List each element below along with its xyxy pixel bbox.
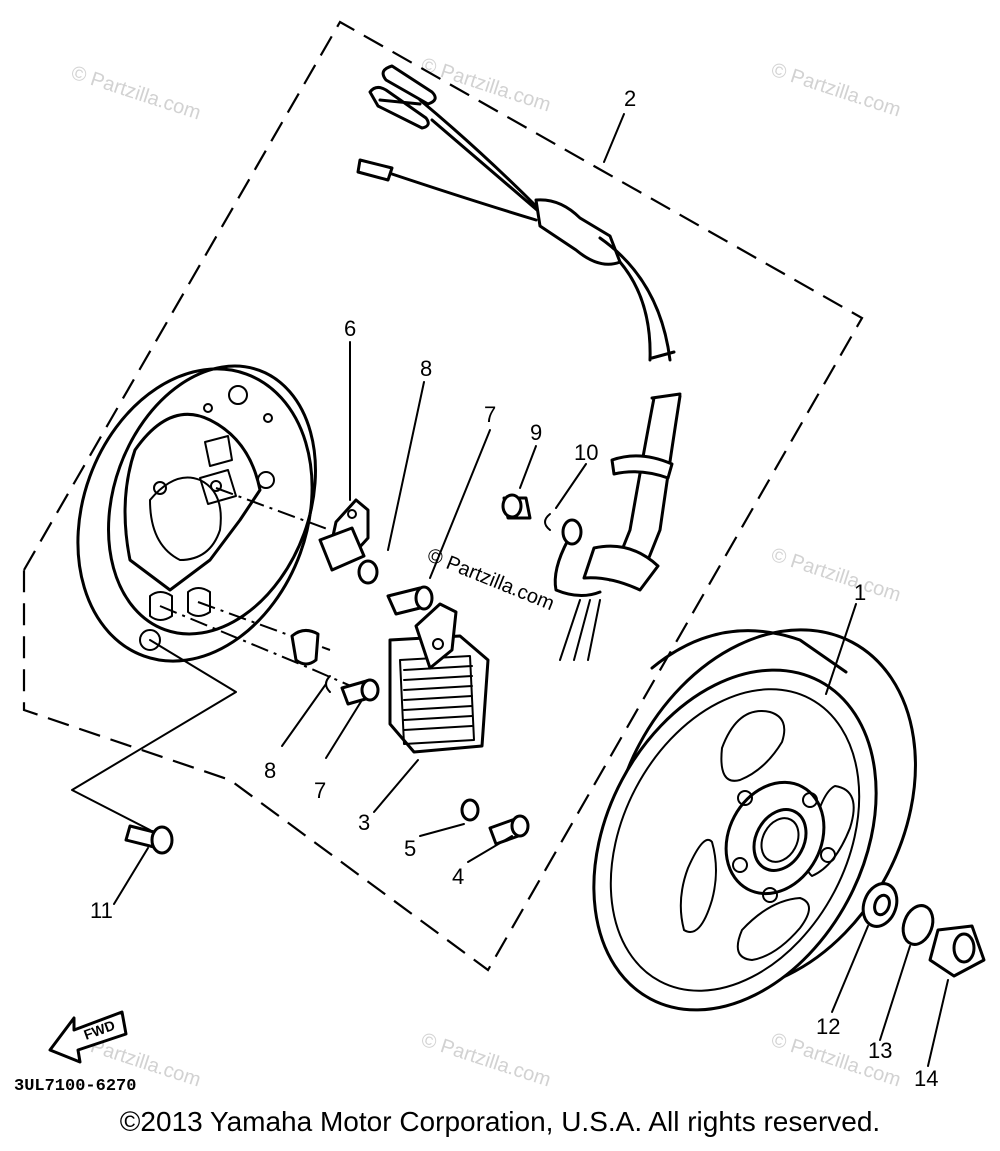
stator-assembly-boundary	[22, 20, 864, 972]
watermark-1: © Partzilla.com	[68, 62, 203, 125]
callout-14: 14	[914, 1066, 938, 1091]
copyright-notice: ©2013 Yamaha Motor Corporation, U.S.A. A…	[119, 1106, 881, 1137]
callout-11: 11	[90, 898, 113, 923]
watermark-5: © Partzilla.com	[768, 544, 903, 607]
wire-harness	[356, 64, 682, 661]
flywheel-rotor	[592, 628, 917, 1012]
callout-7-top: 7	[484, 402, 496, 427]
callout-2: 2	[624, 86, 636, 111]
callout-5: 5	[404, 836, 416, 861]
stator-base-plate	[76, 364, 317, 663]
callout-7-bottom: 7	[314, 778, 326, 803]
diagram-code: 3UL7100-6270	[14, 1077, 136, 1096]
callout-1: 1	[854, 580, 866, 605]
watermark-2: © Partzilla.com	[418, 54, 553, 117]
callout-numbers: 2 6 8 7 9 10 1 8 7 3 5 4 11 12 13 14	[90, 86, 938, 1091]
leader-lines	[113, 113, 949, 1067]
callout-9: 9	[530, 420, 542, 445]
wire-clamp	[290, 629, 320, 666]
callout-6: 6	[344, 316, 356, 341]
charge-coil	[388, 602, 490, 754]
callout-12: 12	[816, 1014, 840, 1039]
callout-13: 13	[868, 1038, 892, 1063]
pulser-coil	[318, 498, 370, 572]
callout-4: 4	[452, 864, 464, 889]
alignment-lines	[71, 487, 361, 831]
fasteners	[124, 493, 986, 978]
watermark-3: © Partzilla.com	[768, 59, 903, 122]
callout-3: 3	[358, 810, 370, 835]
watermark-7: © Partzilla.com	[418, 1029, 553, 1092]
callout-8-bottom: 8	[264, 758, 276, 783]
callout-8-top: 8	[420, 356, 432, 381]
callout-10: 10	[574, 440, 598, 465]
